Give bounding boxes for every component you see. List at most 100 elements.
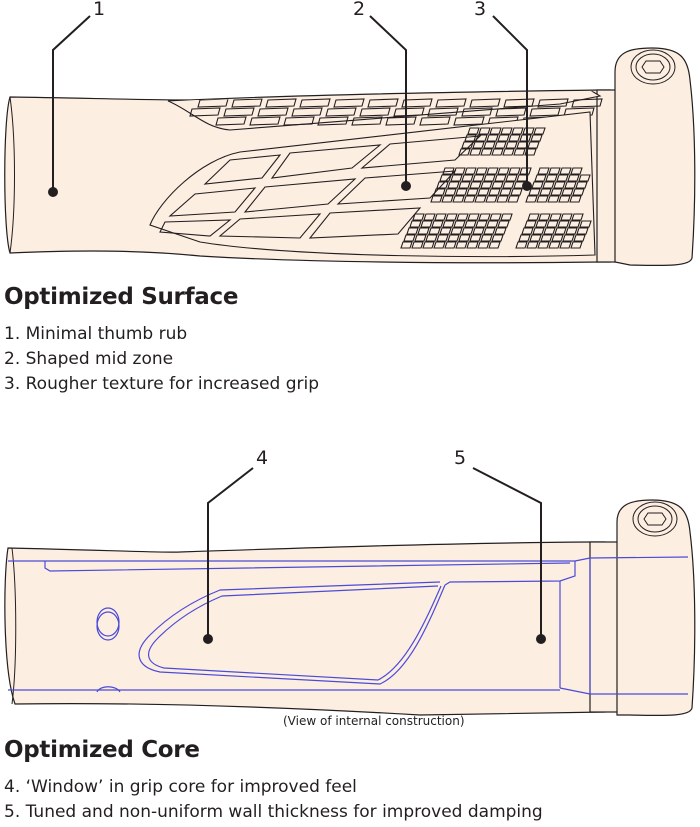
rough-texture-cell (458, 181, 471, 189)
rough-texture-cell (445, 213, 458, 221)
rough-texture-cell (510, 188, 523, 196)
rough-texture-cell (561, 188, 574, 196)
upper-texture-cell (503, 98, 535, 108)
rough-texture-cell (569, 195, 582, 203)
rough-texture-cell (532, 227, 545, 235)
rough-texture-cell (508, 134, 521, 142)
rough-texture-cell (486, 167, 499, 175)
rough-texture-cell (499, 188, 512, 196)
surface-feature-list: 1. Minimal thumb rub 2. Shaped mid zone … (4, 322, 319, 397)
rough-texture-cell (524, 220, 537, 228)
upper-texture-cell (537, 98, 569, 108)
rough-texture-cell (576, 227, 589, 235)
rough-texture-cell (444, 188, 457, 196)
rough-texture-cell (455, 241, 468, 249)
mid-zone-panel (159, 219, 232, 237)
rough-texture-cell (545, 174, 558, 182)
rough-texture-cell (494, 227, 507, 235)
rough-texture-cell (567, 174, 580, 182)
rough-texture-cell (450, 227, 463, 235)
rough-texture-cell (538, 213, 551, 221)
callout-leader-5 (472, 467, 546, 644)
texture-region (149, 111, 596, 258)
rough-texture-cell (486, 134, 499, 142)
upper-texture-cell (215, 116, 247, 126)
rough-texture-cell (478, 127, 491, 135)
rough-texture-cell (572, 188, 585, 196)
core-feature-item: 4. ‘Window’ in grip core for improved fe… (4, 777, 357, 797)
rough-texture-cell (425, 234, 438, 242)
rough-texture-cell (526, 241, 539, 249)
rough-texture-cell (496, 195, 509, 203)
rough-texture-cell (433, 241, 446, 249)
core-bolt-head-icon (632, 501, 678, 537)
rough-texture-cell (507, 195, 520, 203)
clamp-body (614, 47, 696, 267)
core-feature-list: 4. ‘Window’ in grip core for improved fe… (4, 775, 543, 825)
rough-texture-cell (417, 227, 430, 235)
rough-texture-cell (469, 181, 482, 189)
rough-texture-cell (500, 213, 513, 221)
rough-texture-cell (472, 141, 485, 149)
callout-leader-4 (203, 467, 254, 644)
rough-texture-cell (559, 241, 572, 249)
rough-texture-cell (485, 195, 498, 203)
core-end-collar (589, 541, 621, 713)
rough-texture-cell (453, 220, 466, 228)
upper-texture-cell (189, 107, 221, 117)
rough-texture-cell (480, 148, 493, 156)
upper-texture-cell (265, 98, 297, 108)
rough-texture-cell (431, 220, 444, 228)
callout-label-4: 4 (256, 447, 269, 469)
internal-construction-lines (8, 556, 689, 695)
rough-texture-cell (447, 234, 460, 242)
rough-texture-cell (472, 227, 485, 235)
rough-texture-cell (546, 220, 559, 228)
rough-texture-cell (453, 167, 466, 175)
rough-texture-cell (522, 127, 535, 135)
rough-texture-cell (474, 195, 487, 203)
rough-texture-cell (579, 220, 592, 228)
rough-texture-cell (502, 148, 515, 156)
rough-texture-cell (489, 213, 502, 221)
callout-leader-3 (492, 15, 532, 191)
rough-texture-cell (420, 220, 433, 228)
rough-texture-cell (505, 174, 518, 182)
rough-texture-cell (423, 213, 436, 221)
rough-texture-cell (475, 134, 488, 142)
rough-texture-cell (447, 181, 460, 189)
rough-texture-cell (553, 181, 566, 189)
rough-texture-cell (536, 195, 549, 203)
upper-texture-cell (571, 98, 603, 108)
rough-texture-cell (524, 148, 537, 156)
rough-texture-cell (467, 213, 480, 221)
rough-texture-cell (464, 134, 477, 142)
rough-texture-cell (529, 234, 542, 242)
upper-texture-cell (401, 98, 433, 108)
mid-zone-panel (203, 154, 282, 185)
mid-zone-panel (168, 187, 257, 217)
rough-texture-cell (488, 241, 501, 249)
mid-zone-panel (270, 144, 382, 179)
rough-texture-cell (511, 127, 524, 135)
rough-texture-cell (530, 134, 543, 142)
upper-texture-cell (435, 98, 467, 108)
rough-texture-cell (531, 181, 544, 189)
callout-label-5: 5 (454, 447, 467, 469)
rough-texture-cell (494, 174, 507, 182)
rough-texture-cell (450, 174, 463, 182)
rough-texture-cell (464, 220, 477, 228)
upper-texture-cell (563, 107, 595, 117)
callout-leader-2 (369, 15, 411, 191)
rough-texture-cell (433, 188, 446, 196)
rough-texture-cell (444, 241, 457, 249)
rough-texture-cell (439, 227, 452, 235)
mid-zone-panel (218, 213, 322, 239)
rough-texture-cell (559, 167, 572, 175)
rough-texture-cell (464, 167, 477, 175)
rough-texture-cell (478, 213, 491, 221)
rough-texture-cell (497, 220, 510, 228)
rough-texture-cell (565, 227, 578, 235)
rough-texture-cell (554, 227, 567, 235)
rough-texture-cell (578, 174, 591, 182)
